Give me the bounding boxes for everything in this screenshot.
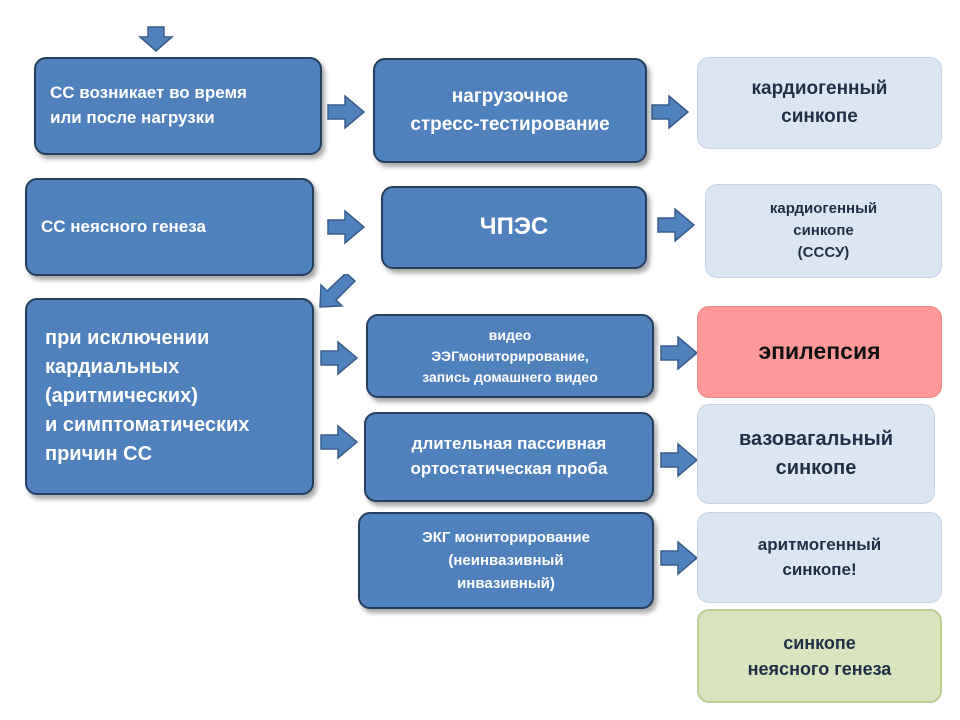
right-arrow-icon: [651, 94, 690, 130]
right-arrow-icon: [320, 424, 359, 460]
vasovagal-syncope-box: вазовагальный синкопе: [697, 404, 935, 504]
diagonal-arrow-icon: [318, 271, 358, 310]
unknown-syncope-box: синкопе неясного генеза: [697, 609, 942, 703]
video-eeg-text: видео ЭЭГмониторирование, запись домашне…: [422, 326, 598, 385]
unclear-genesis-text: СС неясного генеза: [41, 216, 206, 236]
stress-test-box: нагрузочное стресс-тестирование: [373, 58, 647, 163]
cpes-text: ЧПЭС: [479, 213, 549, 241]
right-arrow-icon: [660, 540, 699, 576]
right-arrow-icon: [660, 442, 699, 478]
exercise-condition-box: СС возникает во время или после нагрузки: [34, 57, 322, 155]
cardiogenic-sssu-box: кардиогенный синкопе (СССУ): [705, 184, 942, 278]
cpes-box: ЧПЭС: [381, 186, 647, 269]
tilt-test-text: длительная пассивная ортостатическая про…: [410, 434, 608, 478]
down-arrow-icon: [138, 26, 174, 52]
right-arrow-icon: [320, 340, 359, 376]
unknown-syncope-text: синкопе неясного генеза: [747, 632, 892, 679]
cardiogenic-sssu-text: кардиогенный синкопе (СССУ): [769, 200, 878, 261]
stress-test-text: нагрузочное стресс-тестирование: [410, 85, 610, 135]
right-arrow-icon: [327, 94, 366, 130]
cardiogenic-syncope-box: кардиогенный синкопе: [697, 57, 942, 149]
arrhythmogenic-syncope-box: аритмогенный синкопе!: [697, 512, 942, 603]
cardiogenic-syncope-text: кардиогенный синкопе: [751, 78, 888, 127]
right-arrow-icon: [327, 209, 366, 245]
epilepsy-box: эпилепсия: [697, 306, 942, 398]
epilepsy-text: эпилепсия: [758, 338, 881, 365]
tilt-test-box: длительная пассивная ортостатическая про…: [364, 412, 654, 502]
ecg-monitoring-text: ЭКГ мониторирование (неинвазивный инвази…: [422, 528, 590, 593]
ecg-monitoring-box: ЭКГ мониторирование (неинвазивный инвази…: [358, 512, 654, 609]
vasovagal-syncope-text: вазовагальный синкопе: [738, 428, 894, 479]
right-arrow-icon: [657, 207, 696, 243]
video-eeg-box: видео ЭЭГмониторирование, запись домашне…: [366, 314, 654, 398]
right-arrow-icon: [660, 335, 699, 371]
arrhythmogenic-syncope-text: аритмогенный синкопе!: [757, 534, 882, 579]
exclusion-condition-text: при исключении кардиальных (аритмических…: [45, 327, 250, 465]
exclusion-condition-box: при исключении кардиальных (аритмических…: [25, 298, 314, 495]
exercise-condition-text: СС возникает во время или после нагрузки: [50, 83, 247, 127]
unclear-genesis-box: СС неясного генеза: [25, 178, 314, 276]
